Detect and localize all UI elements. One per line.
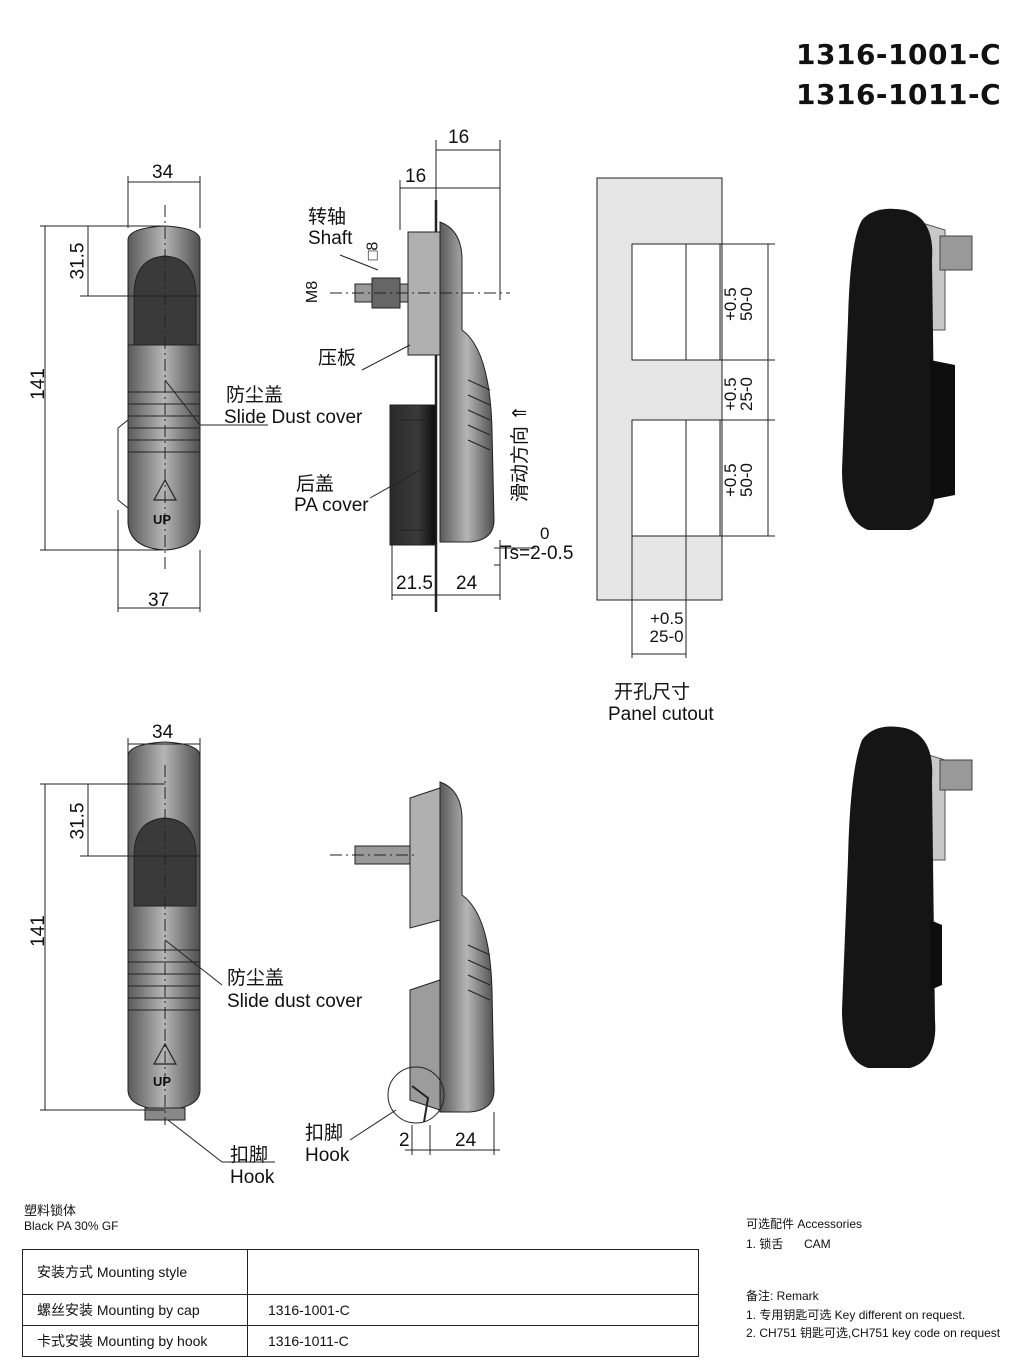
bottom-front-hook-en: Hook (230, 1167, 275, 1188)
top-front-view (40, 176, 268, 612)
table-row-label: 螺丝安装 Mounting by cap (22, 1294, 248, 1326)
slide-direction: 滑动方向 ⇑ (505, 405, 532, 502)
bottom-front-up: UP (153, 1074, 172, 1089)
cutout-tol-1-base: 50-0 (737, 286, 757, 322)
bottom-side-dim-b: 24 (455, 1130, 477, 1151)
square-size: □8 (364, 241, 382, 261)
table-header: 安装方式 Mounting style (22, 1249, 248, 1295)
bottom-front-height: 141 (27, 915, 49, 947)
shaft-label-cn: 转轴 (308, 207, 347, 228)
bottom-side-hook-en: Hook (305, 1145, 350, 1166)
cutout-tol-2-base: 25-0 (737, 376, 757, 412)
top-side-dim-outer: 16 (448, 127, 470, 148)
slide-direction-arrow: ⇑ (510, 404, 532, 421)
ts-tolerance: 0 (540, 524, 550, 543)
top-front-width: 34 (152, 162, 174, 183)
cutout-label-en: Panel cutout (608, 704, 714, 725)
bottom-front-hook-cn: 扣脚 (230, 1145, 269, 1166)
table-row: 卡式安装 Mounting by hook 1316-1011-C (22, 1325, 699, 1357)
panel-thickness: Ts=2-0.5 (500, 543, 574, 564)
bottom-front-width: 34 (152, 722, 174, 743)
part-number-2: 1316-1011-C (796, 78, 1002, 111)
cutout-label-cn: 开孔尺寸 (614, 682, 691, 703)
top-front-height: 141 (27, 368, 49, 400)
bottom-front-label-cn: 防尘盖 (227, 968, 285, 989)
panel-cutout-view (596, 177, 775, 658)
table-row-value: 1316-1001-C (247, 1294, 699, 1326)
bottom-front-label-en: Slide dust cover (227, 991, 363, 1012)
top-front-up: UP (153, 512, 172, 527)
table-row: 螺丝安装 Mounting by cap 1316-1001-C (22, 1294, 699, 1326)
cover-label-cn: 后盖 (296, 474, 335, 495)
part-number-1: 1316-1001-C (796, 38, 1002, 71)
top-side-dim-a: 21.5 (396, 573, 433, 594)
cutout-tol-3-base: 50-0 (737, 462, 757, 498)
top-side-view (330, 140, 536, 612)
table-header-row: 安装方式 Mounting style (22, 1249, 699, 1295)
slide-direction-text: 滑动方向 (510, 426, 532, 503)
table-row-value: 1316-1011-C (247, 1325, 699, 1357)
top-front-label-cn: 防尘盖 (226, 385, 284, 406)
thread-size: M8 (304, 280, 322, 304)
top-side-dim-b: 24 (456, 573, 478, 594)
material-en: Black PA 30% GF (24, 1219, 119, 1233)
top-front-offset: 31.5 (67, 242, 89, 280)
shaft-label-en: Shaft (308, 228, 353, 249)
bottom-side-view (330, 781, 500, 1155)
remark-line-1: 1. 专用钥匙可选 Key different on request. (746, 1308, 966, 1322)
cutout-tol-4-plus: +0.5 (650, 609, 684, 628)
cutout-tol-4-base: 25-0 (649, 627, 684, 646)
remark-title: 备注: Remark (746, 1289, 819, 1303)
accessories-item-en: CAM (804, 1237, 831, 1251)
cover-label-en: PA cover (294, 495, 369, 516)
top-front-bottom-width: 37 (148, 590, 170, 611)
bottom-front-offset: 31.5 (67, 802, 89, 840)
product-photo-bottom (842, 726, 973, 1068)
table-header-empty (247, 1249, 699, 1295)
top-front-label-en: Slide Dust cover (224, 407, 363, 428)
accessories-title: 可选配件 Accessories (746, 1217, 863, 1231)
bottom-front-view (40, 738, 275, 1163)
mounting-table: 安装方式 Mounting style 螺丝安装 Mounting by cap… (22, 1249, 699, 1357)
table-row-label: 卡式安装 Mounting by hook (22, 1325, 248, 1357)
material-cn: 塑料锁体 (24, 1203, 77, 1218)
bottom-side-hook-cn: 扣脚 (305, 1123, 344, 1144)
remark-line-2: 2. CH751 钥匙可选,CH751 key code on request (746, 1326, 1001, 1340)
bottom-side-dim-a: 2 (399, 1130, 410, 1151)
accessories-item-cn: 1. 锁舌 (746, 1237, 784, 1251)
plate-label: 压板 (318, 348, 357, 369)
product-photo-top (842, 208, 973, 530)
top-side-dim-inner: 16 (405, 166, 427, 187)
